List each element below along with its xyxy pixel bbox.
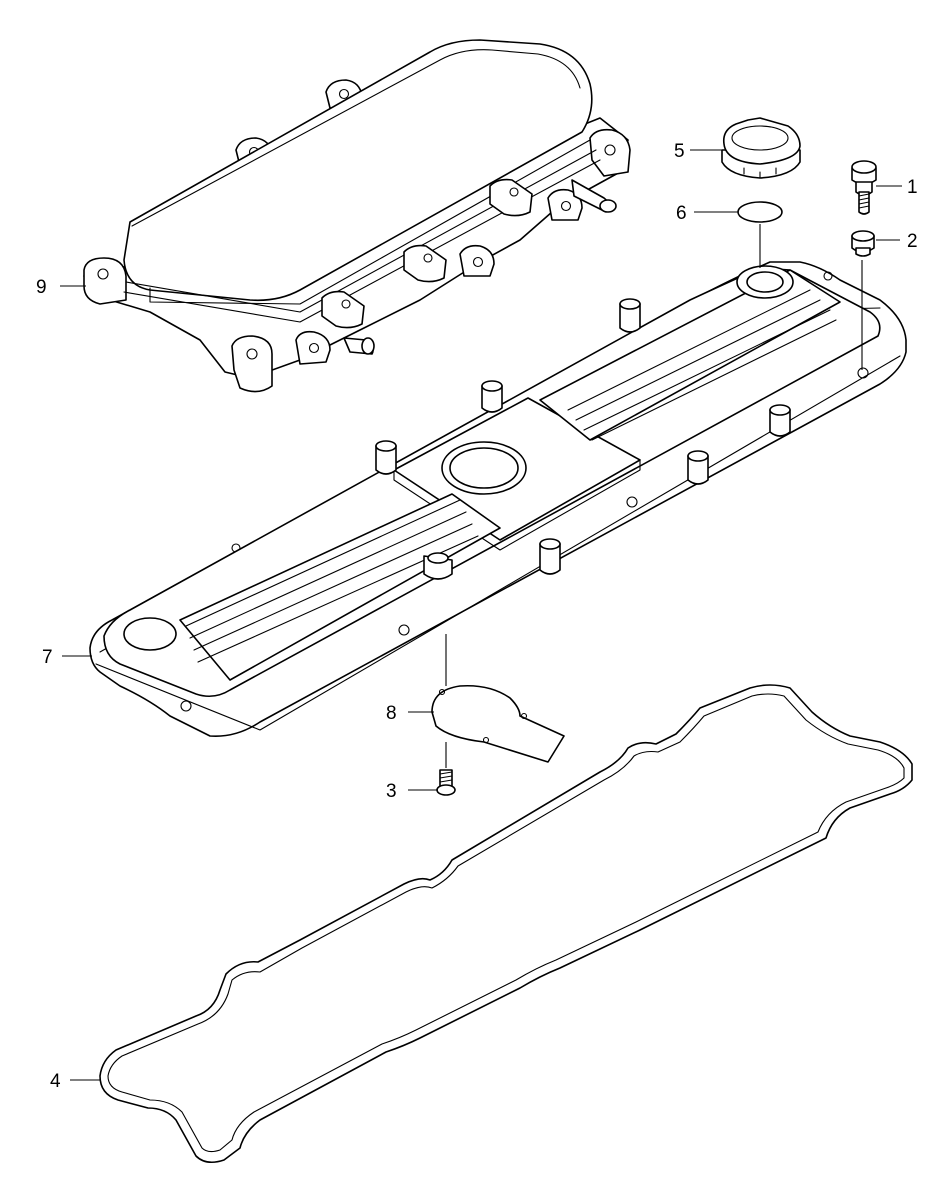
callout-8: 8	[386, 703, 397, 724]
part-9-separator-cover	[83, 39, 631, 393]
valve-cover-bosses	[375, 298, 791, 580]
callout-2: 2	[907, 231, 918, 252]
part-8-baffle-plate	[431, 684, 565, 763]
leader-lines	[60, 149, 902, 1081]
callout-4: 4	[50, 1071, 61, 1092]
callout-3: 3	[386, 781, 397, 802]
callout-9: 9	[36, 277, 47, 298]
callout-1: 1	[907, 177, 918, 198]
part-3-screw	[436, 769, 456, 796]
part-6-o-ring	[737, 201, 783, 223]
part-5-filler-cap	[721, 117, 801, 179]
callout-5: 5	[674, 141, 685, 162]
callout-6: 6	[676, 203, 687, 224]
part-7-valve-cover	[89, 261, 907, 738]
part-1-bolt	[851, 160, 877, 215]
callout-7: 7	[42, 647, 53, 668]
part-4-gasket	[99, 684, 913, 1164]
callout-labels: 1 2 3 4 5 6 7 8 9	[36, 141, 918, 1092]
part-2-grommet	[851, 230, 875, 257]
